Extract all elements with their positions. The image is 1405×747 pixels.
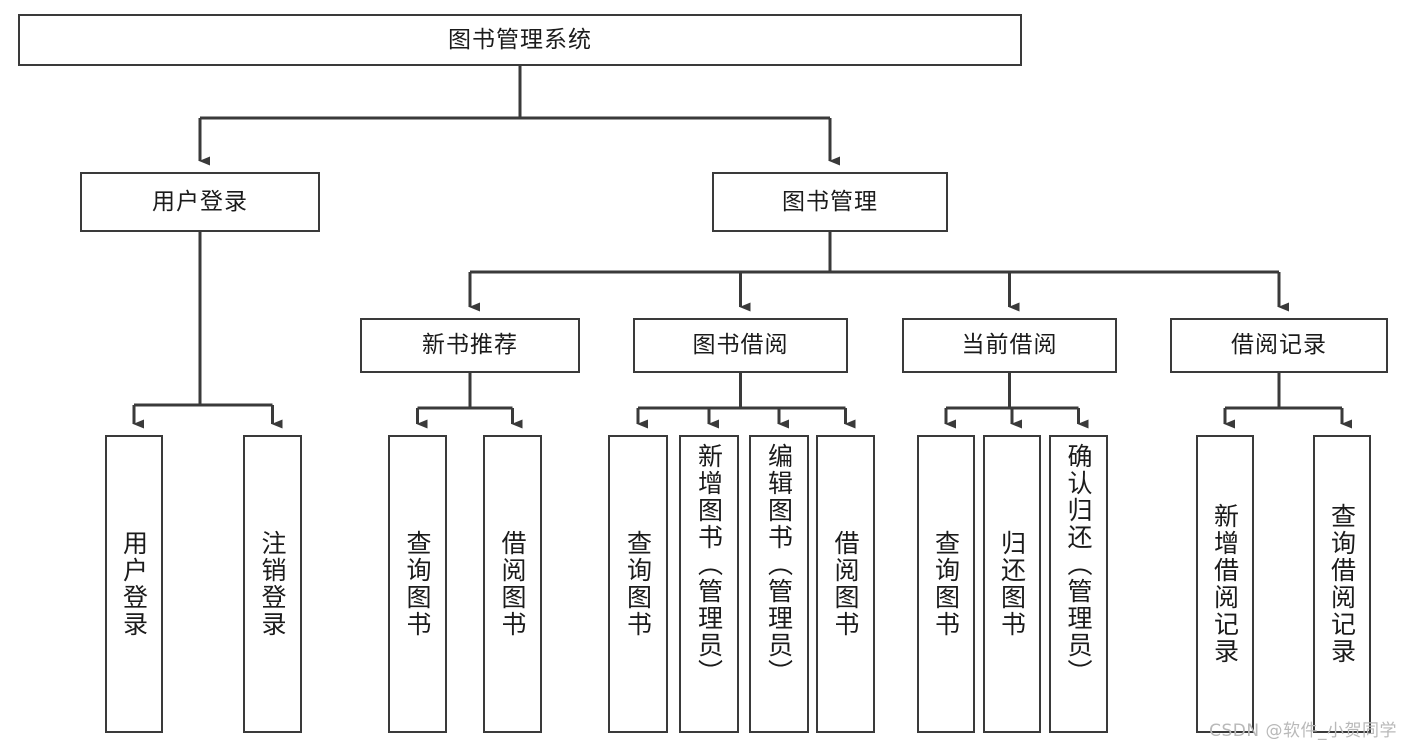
node-label: 新增图书（管理员）: [694, 443, 724, 686]
node-label: 编辑图书（管理员）: [764, 443, 794, 686]
node-leaf-login-2[interactable]: 注销登录: [243, 435, 302, 733]
node-label: 查询图书: [403, 530, 432, 638]
node-leaf-new-1[interactable]: 查询图书: [388, 435, 447, 733]
node-leaf-borrow-2[interactable]: 新增图书（管理员）: [679, 435, 739, 733]
node-current[interactable]: 当前借阅: [902, 318, 1117, 373]
node-leaf-login-1[interactable]: 用户登录: [105, 435, 163, 733]
node-leaf-rec-1[interactable]: 新增借阅记录: [1196, 435, 1254, 733]
node-label: 借阅图书: [831, 530, 860, 638]
node-label: 新书推荐: [422, 332, 518, 359]
node-leaf-borrow-1[interactable]: 查询图书: [608, 435, 668, 733]
node-leaf-cur-1[interactable]: 查询图书: [917, 435, 975, 733]
node-leaf-cur-2[interactable]: 归还图书: [983, 435, 1041, 733]
node-label: 借阅记录: [1231, 332, 1327, 359]
node-bookmgmt[interactable]: 图书管理: [712, 172, 948, 232]
node-leaf-borrow-4[interactable]: 借阅图书: [816, 435, 875, 733]
node-newbook[interactable]: 新书推荐: [360, 318, 580, 373]
node-label: 查询借阅记录: [1327, 503, 1357, 665]
node-label: 新增借阅记录: [1210, 503, 1240, 665]
node-root[interactable]: 图书管理系统: [18, 14, 1022, 66]
node-records[interactable]: 借阅记录: [1170, 318, 1388, 373]
node-label: 当前借阅: [961, 332, 1058, 359]
node-label: 注销登录: [258, 530, 287, 638]
node-label: 借阅图书: [498, 530, 527, 638]
node-label: 用户登录: [152, 188, 248, 215]
node-borrow[interactable]: 图书借阅: [633, 318, 848, 373]
node-label: 图书借阅: [692, 332, 789, 359]
node-label: 查询图书: [931, 530, 961, 638]
node-label: 图书管理系统: [448, 26, 592, 53]
node-label: 用户登录: [119, 530, 149, 638]
node-leaf-borrow-3[interactable]: 编辑图书（管理员）: [749, 435, 809, 733]
node-leaf-cur-3[interactable]: 确认归还（管理员）: [1049, 435, 1108, 733]
node-label: 查询图书: [623, 530, 653, 638]
node-label: 确认归还（管理员）: [1064, 443, 1093, 686]
node-login[interactable]: 用户登录: [80, 172, 320, 232]
node-label: 归还图书: [997, 530, 1027, 638]
node-leaf-rec-2[interactable]: 查询借阅记录: [1313, 435, 1371, 733]
node-leaf-new-2[interactable]: 借阅图书: [483, 435, 542, 733]
node-label: 图书管理: [782, 188, 878, 215]
